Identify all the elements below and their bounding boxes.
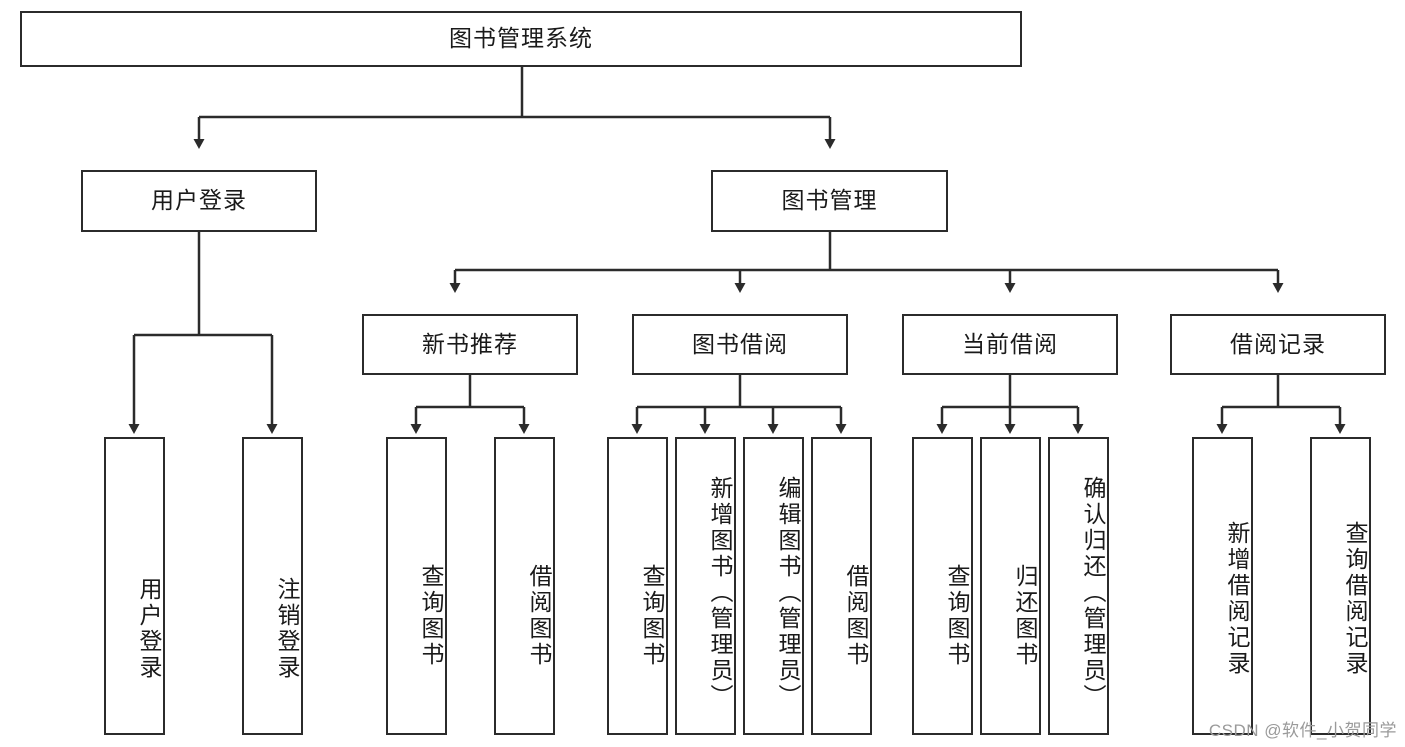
node-book-borrow[interactable]: 图书借阅 [632, 314, 848, 375]
leaf-edit-book-admin-label: 编辑图书（管理员） [775, 476, 801, 710]
node-book-management[interactable]: 图书管理 [711, 170, 948, 232]
node-user-login[interactable]: 用户登录 [81, 170, 317, 232]
node-root[interactable]: 图书管理系统 [20, 11, 1022, 67]
leaf-borrow-book-action[interactable]: 借阅图书 [811, 437, 872, 735]
node-borrow-record-label: 借阅记录 [1230, 330, 1326, 357]
leaf-query-book-recommend-label: 查询图书 [418, 564, 444, 668]
leaf-add-book-admin-label: 新增图书（管理员） [707, 476, 733, 710]
leaf-query-book-borrow-label: 查询图书 [639, 564, 665, 668]
node-current-borrow-label: 当前借阅 [962, 330, 1058, 357]
node-book-borrow-label: 图书借阅 [692, 330, 788, 357]
node-book-management-label: 图书管理 [781, 187, 878, 214]
node-new-book-recommend[interactable]: 新书推荐 [362, 314, 578, 375]
leaf-logout-label: 注销登录 [274, 577, 300, 681]
leaf-user-login-label: 用户登录 [136, 577, 162, 681]
leaf-return-book-label: 归还图书 [1012, 564, 1038, 668]
leaf-edit-book-admin[interactable]: 编辑图书（管理员） [743, 437, 804, 735]
leaf-query-book-current-label: 查询图书 [944, 564, 970, 668]
leaf-query-book-borrow[interactable]: 查询图书 [607, 437, 668, 735]
node-root-label: 图书管理系统 [449, 25, 593, 52]
leaf-return-book[interactable]: 归还图书 [980, 437, 1041, 735]
node-current-borrow[interactable]: 当前借阅 [902, 314, 1118, 375]
leaf-add-book-admin[interactable]: 新增图书（管理员） [675, 437, 736, 735]
node-new-book-recommend-label: 新书推荐 [422, 330, 518, 357]
leaf-query-book-current[interactable]: 查询图书 [912, 437, 973, 735]
leaf-borrow-book-action-label: 借阅图书 [843, 564, 869, 668]
leaf-query-book-recommend[interactable]: 查询图书 [386, 437, 447, 735]
node-borrow-record[interactable]: 借阅记录 [1170, 314, 1386, 375]
leaf-query-borrow-record[interactable]: 查询借阅记录 [1310, 437, 1371, 735]
leaf-query-borrow-record-label: 查询借阅记录 [1342, 521, 1368, 677]
leaf-user-login[interactable]: 用户登录 [104, 437, 165, 735]
leaf-confirm-return-admin-label: 确认归还（管理员） [1080, 476, 1106, 710]
leaf-confirm-return-admin[interactable]: 确认归还（管理员） [1048, 437, 1109, 735]
leaf-add-borrow-record-label: 新增借阅记录 [1224, 521, 1250, 677]
leaf-borrow-book-recommend[interactable]: 借阅图书 [494, 437, 555, 735]
leaf-borrow-book-recommend-label: 借阅图书 [526, 564, 552, 668]
leaf-logout[interactable]: 注销登录 [242, 437, 303, 735]
csdn-watermark: CSDN @软件_小贺同学 [1208, 721, 1397, 740]
leaf-add-borrow-record[interactable]: 新增借阅记录 [1192, 437, 1253, 735]
node-user-login-label: 用户登录 [151, 187, 247, 214]
